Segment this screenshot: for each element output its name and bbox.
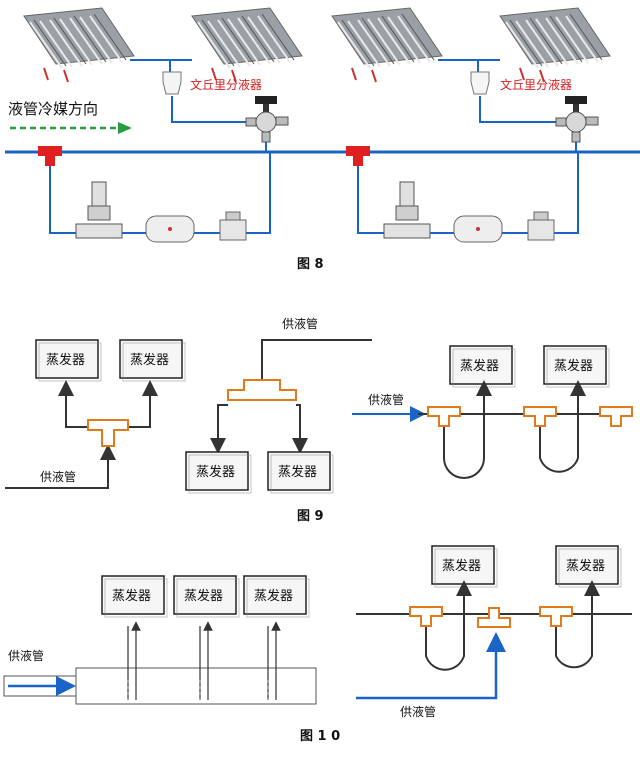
assembly-right: 文丘里分液器 xyxy=(346,59,599,243)
tee-fitting-icon xyxy=(38,146,62,166)
flow-direction-label: 液管冷媒方向 xyxy=(8,100,98,118)
evaporator-label: 蒸发器 xyxy=(196,464,235,480)
evaporator-label: 蒸发器 xyxy=(460,358,499,374)
evaporator-label: 蒸发器 xyxy=(130,352,169,368)
supply-line-label: 供液管 xyxy=(8,648,44,663)
sight-glass-icon xyxy=(527,211,555,241)
filter-drier-icon xyxy=(453,215,503,243)
distributor-label-left: 文丘里分液器 xyxy=(190,77,262,92)
tee-fitting-icon xyxy=(87,419,129,447)
figure-10: 供液管 蒸发器 蒸发器 蒸发器 蒸发器 蒸发器 供液管 图 1 0 xyxy=(3,545,632,744)
tee-fitting-icon xyxy=(599,406,633,427)
supply-line-label: 供液管 xyxy=(40,469,76,484)
supply-line-label: 供液管 xyxy=(282,316,318,331)
evaporator-coil-icon xyxy=(191,7,303,83)
tee-fitting-icon xyxy=(409,606,443,627)
expansion-valve-icon xyxy=(555,96,599,143)
venturi-distributor-icon xyxy=(470,71,490,95)
supply-line-label: 供液管 xyxy=(400,704,436,719)
distributor-label-right: 文丘里分液器 xyxy=(500,77,572,92)
solenoid-valve-icon xyxy=(75,181,123,239)
solenoid-valve-icon xyxy=(383,181,431,239)
tee-fitting-icon xyxy=(227,379,297,401)
evaporator-label: 蒸发器 xyxy=(112,588,151,604)
figure-8-caption: 图 8 xyxy=(297,257,324,272)
evaporator-label: 蒸发器 xyxy=(442,558,481,574)
evaporator-coil-icon xyxy=(499,7,611,83)
expansion-valve-icon xyxy=(245,96,289,143)
tee-fitting-icon xyxy=(523,406,557,427)
figure-10-caption: 图 1 0 xyxy=(300,729,340,744)
figure-9-caption: 图 9 xyxy=(297,509,324,524)
tee-fitting-icon xyxy=(477,607,511,628)
evaporator-coil-icon xyxy=(331,7,443,83)
evaporator-label: 蒸发器 xyxy=(46,352,85,368)
evaporator-label: 蒸发器 xyxy=(554,358,593,374)
evaporator-label: 蒸发器 xyxy=(278,464,317,480)
evaporator-label: 蒸发器 xyxy=(254,588,293,604)
sight-glass-icon xyxy=(219,211,247,241)
filter-drier-icon xyxy=(145,215,195,243)
header-pipe xyxy=(75,667,317,705)
figure-9: 蒸发器 蒸发器 供液管 供液管 蒸发器 蒸发器 供液管 蒸发器 蒸发器 图 9 xyxy=(5,316,633,524)
supply-line-label: 供液管 xyxy=(368,392,404,407)
tee-fitting-icon xyxy=(427,406,461,427)
venturi-distributor-icon xyxy=(162,71,182,95)
evaporator-label: 蒸发器 xyxy=(184,588,223,604)
evaporator-coil-icon xyxy=(23,7,135,83)
assembly-left: 文丘里分液器 xyxy=(38,59,289,243)
evaporator-label: 蒸发器 xyxy=(566,558,605,574)
tee-fitting-icon xyxy=(539,606,573,627)
tee-fitting-icon xyxy=(346,146,370,166)
figure-8: 液管冷媒方向 文丘里分液器 xyxy=(5,7,640,272)
